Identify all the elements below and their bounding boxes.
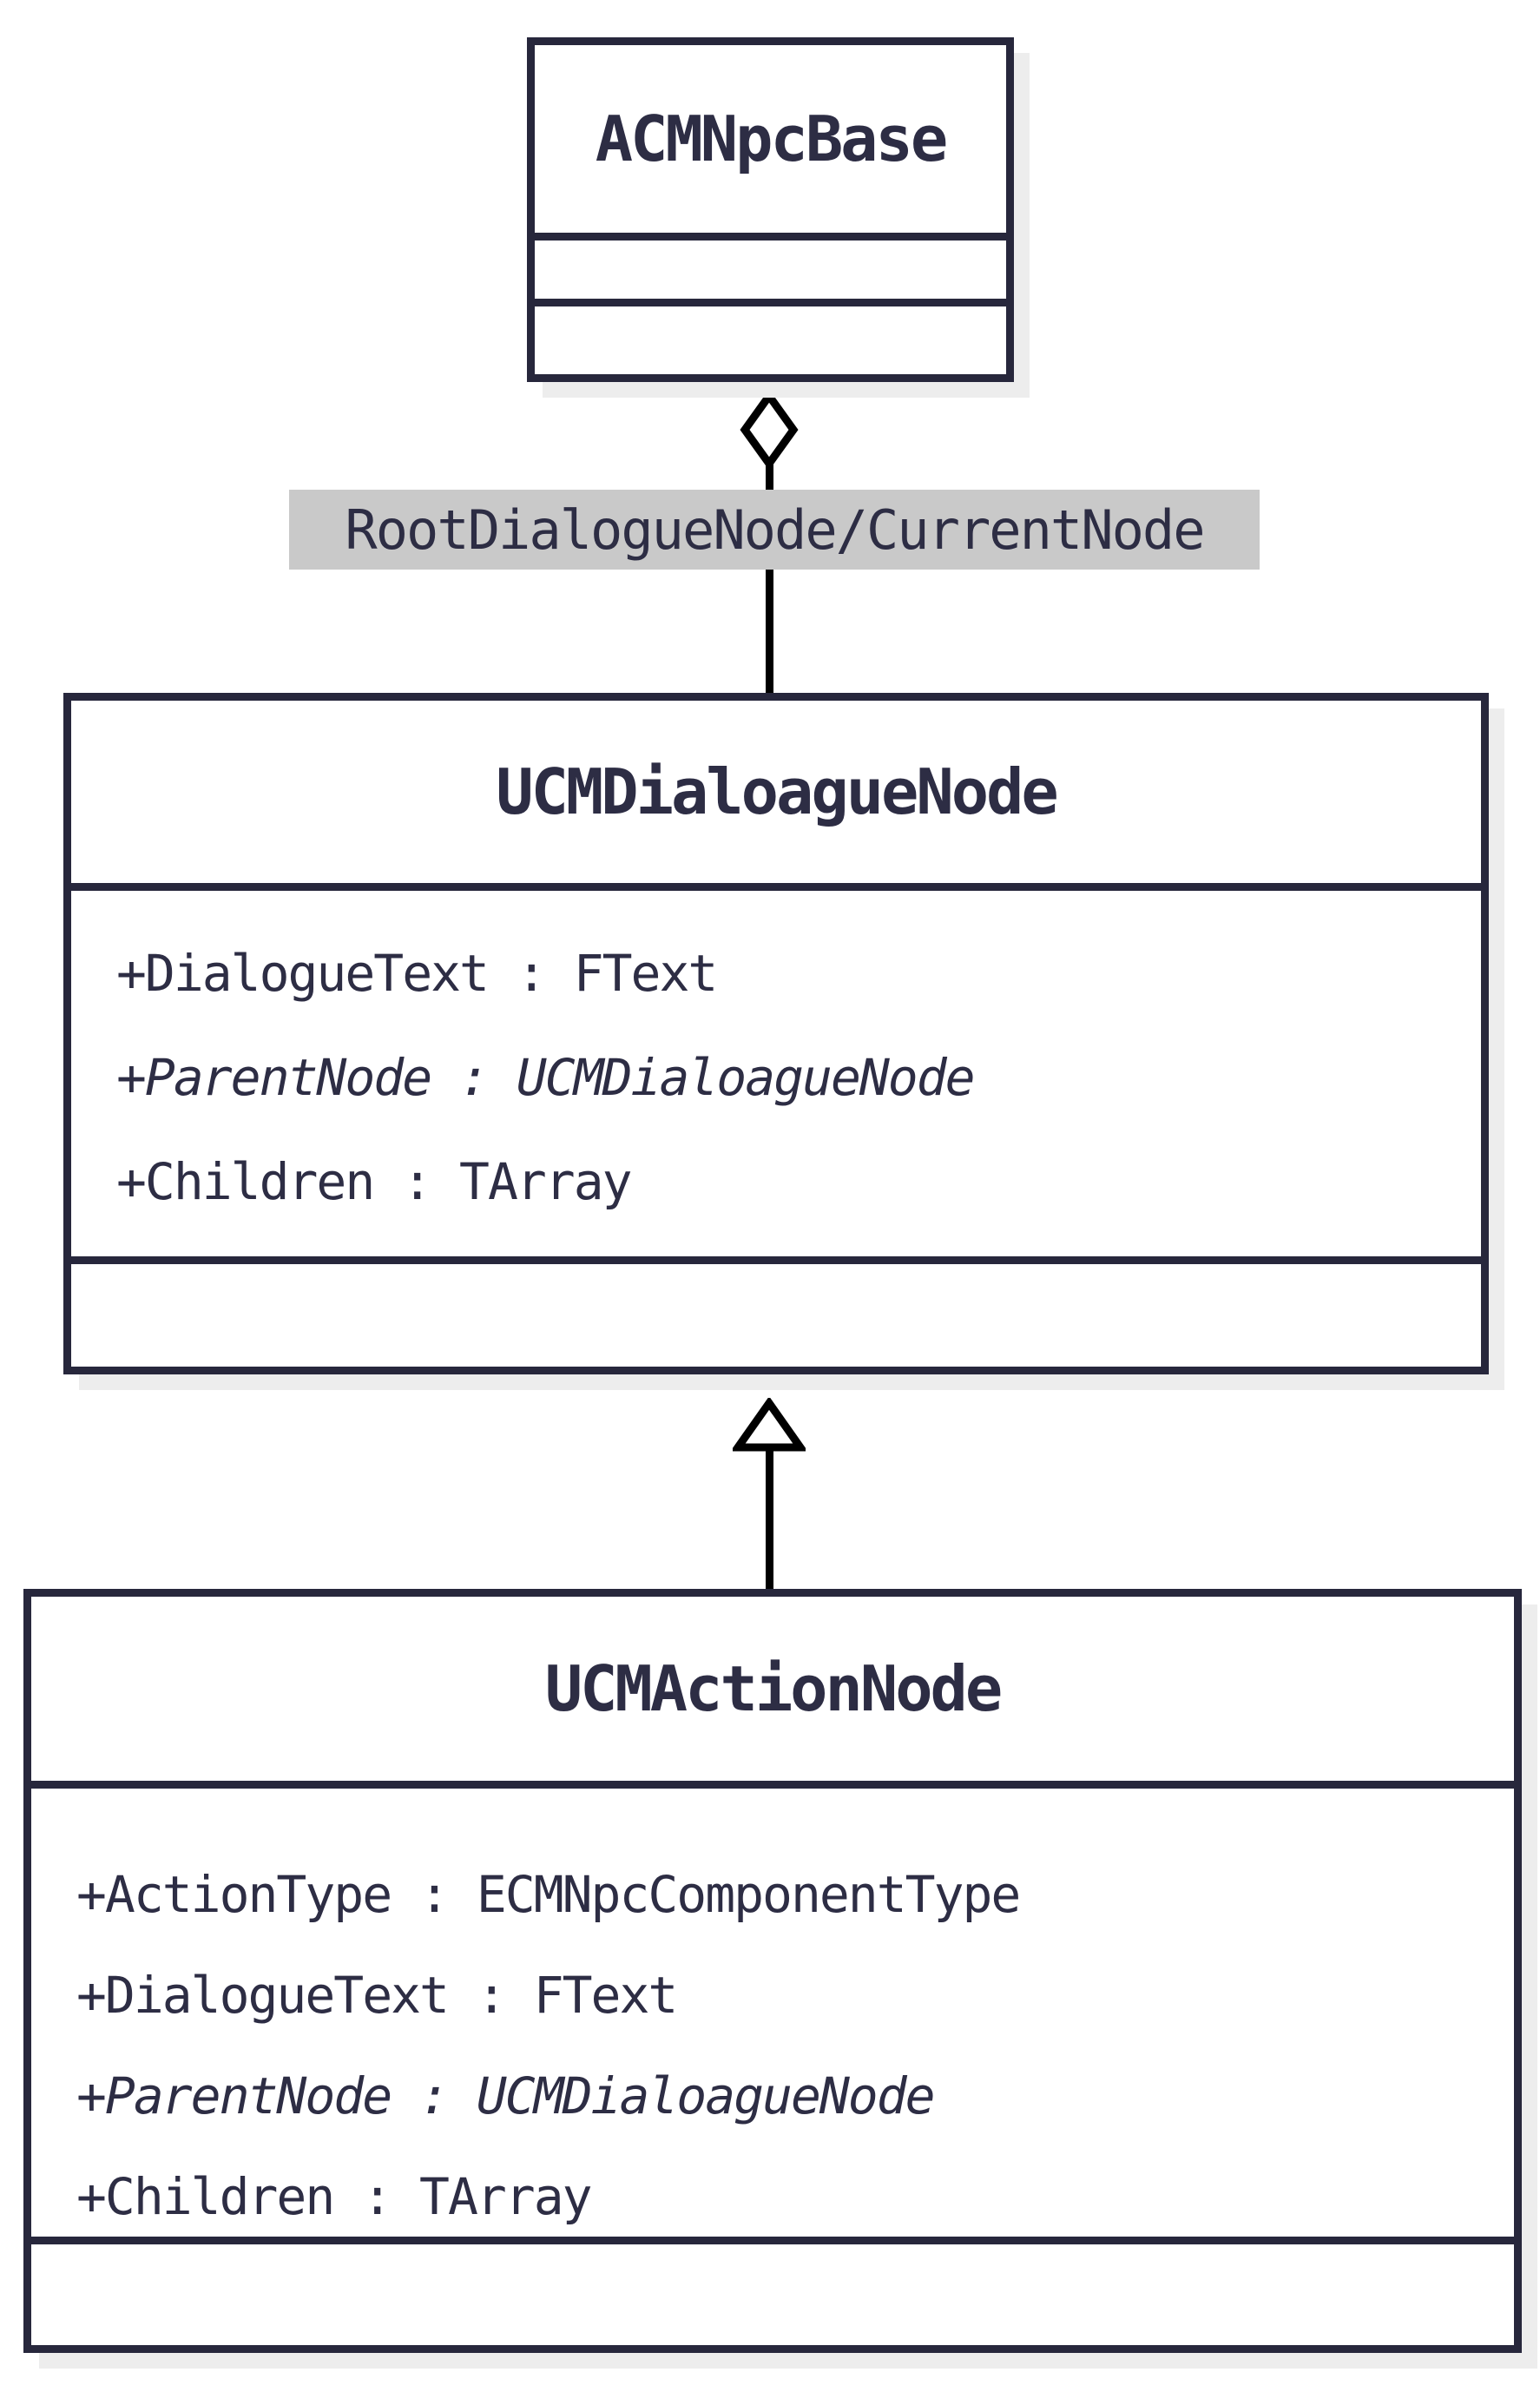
class-attribute: +Children : TArray [76, 2167, 593, 2226]
methods-compartment-ucmactionnode-empty [31, 2237, 1514, 2345]
attributes-compartment-acmnpcbase-empty [535, 233, 1006, 299]
hollow-diamond-icon [740, 389, 799, 472]
inheritance-relationship-line [766, 1443, 773, 1592]
class-attribute: +DialogueText : FText [76, 1966, 678, 2025]
attributes-compartment-ucmactionnode: +ActionType : ECMNpcComponentType +Dialo… [31, 1781, 1514, 2237]
methods-compartment-ucmdialoaguenode-empty [71, 1256, 1481, 1367]
attributes-compartment-ucmdialoaguenode: +DialogueText : FText +ParentNode : UCMD… [71, 883, 1481, 1256]
methods-compartment-acmnpcbase-empty [535, 299, 1006, 374]
class-attribute: +DialogueText : FText [116, 944, 718, 1003]
hollow-triangle-icon [730, 1396, 808, 1455]
class-attribute: +Children : TArray [116, 1152, 633, 1211]
class-title-acmnpcbase: ACMNpcBase [595, 102, 948, 175]
relationship-label: RootDialogueNode/CurrentNode [289, 490, 1260, 570]
class-box-ucmactionnode: UCMActionNode +ActionType : ECMNpcCompon… [23, 1589, 1522, 2353]
class-box-acmnpcbase: ACMNpcBase [527, 37, 1014, 382]
class-title-ucmdialoaguenode: UCMDialoagueNode [496, 755, 1059, 828]
class-title-ucmactionnode: UCMActionNode [544, 1652, 1004, 1725]
class-attribute: +ParentNode : UCMDialoagueNode [116, 1048, 976, 1107]
class-attribute: +ParentNode : UCMDialoagueNode [76, 2066, 936, 2125]
class-box-ucmdialoaguenode: UCMDialoagueNode +DialogueText : FText +… [63, 693, 1489, 1374]
class-attribute: +ActionType : ECMNpcComponentType [76, 1865, 1021, 1924]
aggregation-relationship-line [766, 465, 773, 693]
